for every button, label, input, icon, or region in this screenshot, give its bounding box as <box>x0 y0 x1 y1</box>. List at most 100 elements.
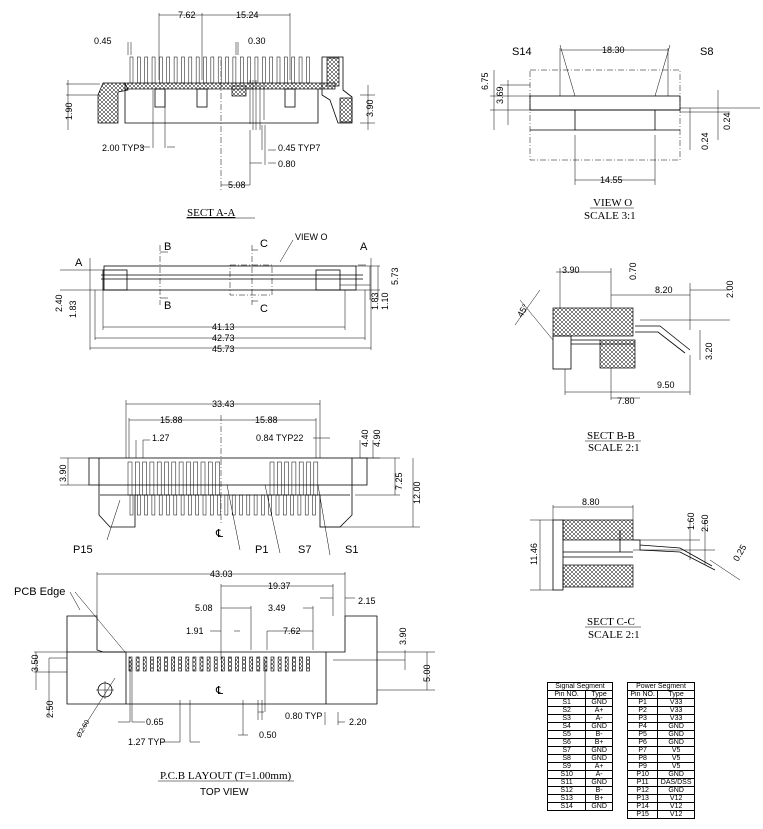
pin-number-cell: P3 <box>626 714 659 723</box>
pin-type-cell: GND <box>657 786 695 795</box>
dim-11-46: 11.46 <box>529 543 539 565</box>
contact-tail <box>261 494 265 516</box>
contact-tail <box>180 494 185 516</box>
sect-cc-scale: SCALE 2:1 <box>588 629 640 641</box>
contact-pin <box>166 56 170 84</box>
contact-tail <box>246 494 251 516</box>
left-latch <box>97 82 129 124</box>
pin-number-cell: S5 <box>546 730 587 739</box>
power-contact <box>200 461 206 496</box>
pcb-pad <box>256 656 261 672</box>
pin-number-cell: S13 <box>546 794 587 803</box>
dim-7-25: 7.25 <box>394 472 404 490</box>
bottom-view: 33.43 15.88 15.88 1.27 0.84 TYP22 4.40 4… <box>58 399 422 556</box>
contact-pin <box>269 56 273 84</box>
section-mark-b-bottom: B <box>164 300 171 312</box>
power-contact <box>171 461 177 496</box>
contact-tail <box>129 494 134 516</box>
signal-contact <box>269 461 275 496</box>
pcb-pad <box>150 656 154 672</box>
pcb-pad <box>192 656 197 672</box>
pin-type-cell: GND <box>657 770 695 779</box>
dim-0-24-b: 0.24 <box>722 112 732 130</box>
section-mark-a-right: A <box>360 241 368 253</box>
pin-number-cell: P10 <box>626 770 659 779</box>
contact-pin <box>203 56 207 84</box>
pin-number-cell: S6 <box>546 738 587 747</box>
sect-bb-title: SECT B-B <box>587 430 635 442</box>
dim-8-80: 8.80 <box>582 497 600 507</box>
dim-15-24: 15.24 <box>236 10 259 20</box>
contact-tail <box>231 494 236 516</box>
contact-pin <box>129 56 134 84</box>
dim-12-00: 12.00 <box>412 481 422 504</box>
dim-5-08: 5.08 <box>195 603 213 613</box>
contact-pin <box>151 56 156 84</box>
dim-6-75: 6.75 <box>480 72 490 90</box>
contact-pin <box>276 56 281 84</box>
label-s8: S8 <box>700 46 713 58</box>
section-mark-b-top: B <box>164 241 171 253</box>
power-contact <box>127 461 133 496</box>
dim-2-40: 2.40 <box>54 294 64 312</box>
dim-0-70: 0.70 <box>628 262 638 280</box>
contact-pin <box>240 56 244 84</box>
contact-pin <box>225 56 229 84</box>
pin-type-cell: GND <box>585 778 613 787</box>
pin-number-cell: P2 <box>626 706 659 715</box>
pcb-pad <box>284 656 289 672</box>
pcb-pad <box>185 656 190 672</box>
dim-0-30: 0.30 <box>248 36 266 46</box>
pin-number-cell: S2 <box>546 706 587 715</box>
contact-tail <box>210 494 214 516</box>
pin-number-cell: P15 <box>626 810 659 819</box>
pin-number-cell: P6 <box>626 738 659 747</box>
pin-type-cell: V5 <box>657 762 695 771</box>
label-view-o: VIEW O <box>295 232 328 242</box>
contact-tail <box>312 494 316 516</box>
pin-type-cell: B+ <box>585 738 613 747</box>
sect-bb-scale: SCALE 2:1 <box>588 442 640 454</box>
contact-tail <box>158 494 163 516</box>
dim-0-65: 0.65 <box>146 717 164 727</box>
dim-1-91: 1.91 <box>186 626 204 636</box>
dim-2-20: 2.20 <box>349 717 367 727</box>
pin-type-cell: GND <box>585 698 613 707</box>
contact-pin <box>306 56 310 84</box>
pin-type-cell: V33 <box>657 714 695 723</box>
contact-pin <box>137 56 141 84</box>
pin-type-cell: B- <box>585 786 613 795</box>
dim-2-60: 2.60 <box>700 514 710 532</box>
contact-tail <box>173 494 178 516</box>
power-contact <box>186 461 191 496</box>
centerline-mark: ℄ <box>215 685 223 697</box>
dim-0-84-typ22: 0.84 TYP22 <box>256 433 303 443</box>
pcb-pad <box>178 656 182 672</box>
sect-bb-view: 3.90 0.70 8.20 2.00 45° 3.20 9.50 7.80 S… <box>514 262 735 454</box>
contact-pin <box>284 56 288 84</box>
contact-pin <box>173 56 178 84</box>
dim-9-50: 9.50 <box>657 380 675 390</box>
pcb-pad <box>277 656 282 672</box>
contact-pin <box>291 56 295 84</box>
dim-15-88-right: 15.88 <box>255 415 278 425</box>
pin-number-cell: P13 <box>626 794 659 803</box>
pin-number-cell: S14 <box>546 802 587 811</box>
pin-type-cell: A+ <box>585 762 613 771</box>
contact-pin <box>298 56 303 84</box>
power-table-title: Power Segment <box>627 682 695 691</box>
dim-43-03: 43.03 <box>210 569 233 579</box>
contact-tail <box>239 494 243 516</box>
signal-contact <box>291 461 297 496</box>
